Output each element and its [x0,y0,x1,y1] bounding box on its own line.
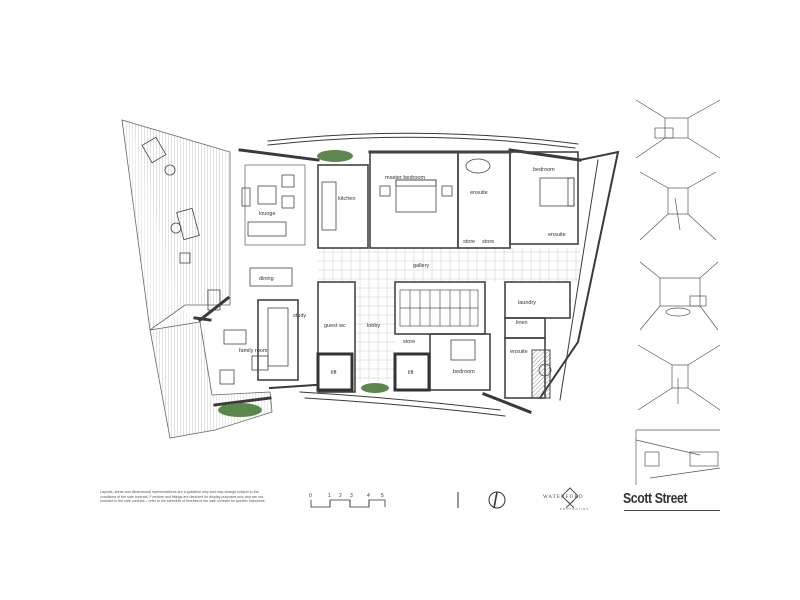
sketch-2 [639,171,717,241]
sketch-4 [637,344,721,411]
developer-sub: PROPERTIES [560,507,589,511]
scale-label-2: 2 [339,493,342,499]
west-terrace-main [121,119,231,331]
scale-label-3: 3 [350,493,353,499]
north-arrow-icon [457,491,506,509]
lift-shafts [316,352,431,392]
southwest-terrace [149,321,273,439]
project-title: Scott Street [623,490,688,507]
label-guest-wc: guest wc [324,323,346,329]
scale-bar: 0 1 2 3 4 5 [309,493,386,508]
gallery-floor [318,248,580,282]
title-underline [624,510,720,511]
exterior-walls [193,132,620,417]
label-family-room: family room [239,348,268,354]
label-bedroom-s: bedroom [453,369,475,375]
scale-label-0: 0 [309,493,312,499]
lobby-floor [355,282,395,382]
scale-label-5: 5 [381,493,384,499]
stairwell [399,289,479,327]
label-dining: dining [259,276,274,282]
label-gallery: gallery [413,263,429,269]
disclaimer-text: Layouts, areas and dimensional represent… [100,490,266,504]
furniture [141,136,575,385]
label-kitchen: kitchen [338,196,355,202]
label-lift-1: lift [331,370,337,376]
scale-label-1: 1 [328,493,331,499]
label-laundry: laundry [518,300,536,306]
perspective-sketches [635,99,721,485]
label-master-bedroom: master bedroom [385,175,425,181]
label-store-1: store [463,239,475,245]
label-lift-2: lift [408,370,414,376]
label-ensuite-s: ensuite [510,349,528,355]
label-linen: linen [516,320,528,326]
sketch-1 [635,99,721,159]
label-lobby: lobby [367,323,380,329]
label-store-2: store [482,239,494,245]
label-ensuite-ne: ensuite [548,232,566,238]
label-ensuite-master: ensuite [470,190,488,196]
room-labels: master bedroom ensuite bedroom ensuite k… [239,167,566,376]
label-study: study [293,313,306,319]
planters [218,150,389,417]
label-bedroom-ne: bedroom [533,167,555,173]
developer-logo: WATERFORD PROPERTIES [543,487,589,511]
sketch-5 [635,429,721,485]
label-lounge: lounge [259,211,276,217]
waterford-emblem-icon [561,487,579,509]
sketch-3 [639,261,719,331]
label-store-3: store [403,339,415,345]
scale-label-4: 4 [367,493,370,499]
developer-name: WATERFORD [543,495,584,500]
